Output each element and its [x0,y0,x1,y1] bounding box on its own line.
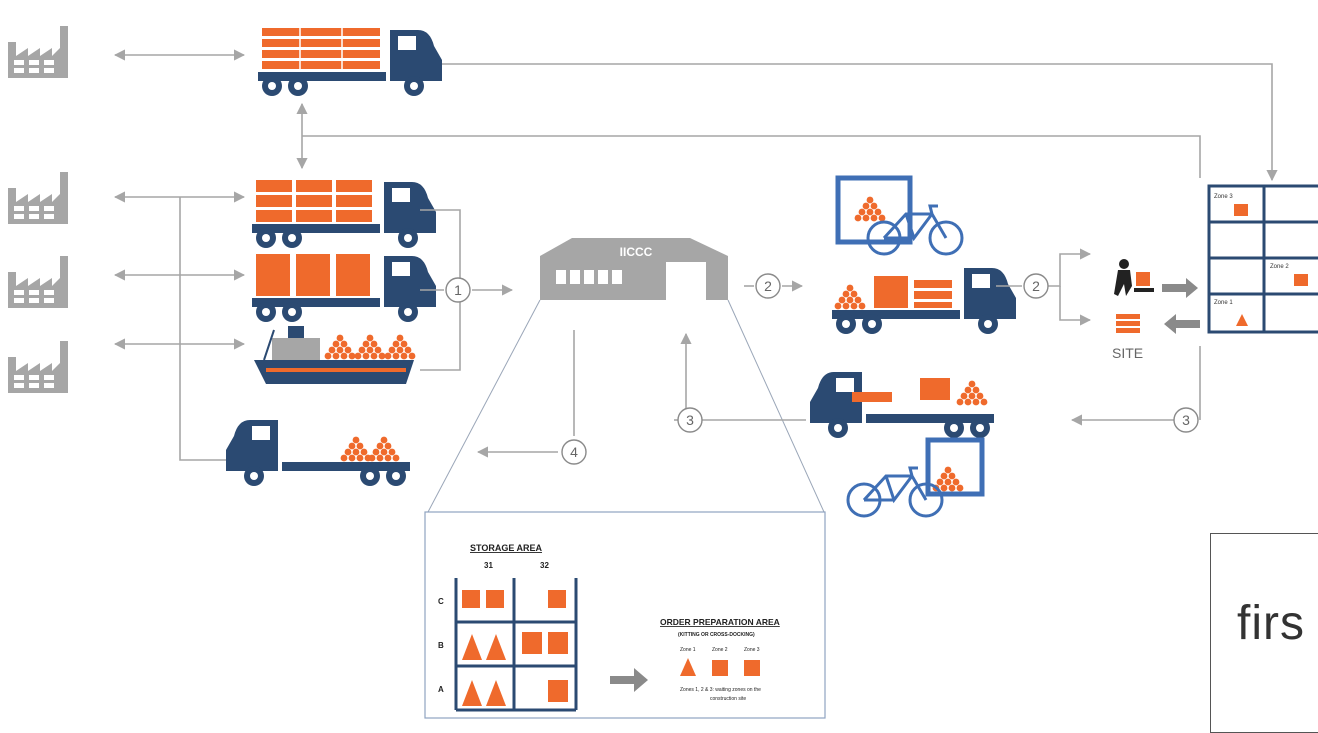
svg-text:(KITTING OR CROSS-DOCKING): (KITTING OR CROSS-DOCKING) [678,632,755,638]
arrow-step3 [674,332,806,421]
zoom-lines [427,299,825,513]
materials-stack [1116,314,1140,333]
order-title: ORDER PREPARATION AREA [660,617,780,627]
cargo-bike-icon [846,437,985,518]
site-zone-grid: Zone 3 Zone 2 Zone 1 [1207,184,1318,334]
text-callout: firs [1210,533,1318,733]
cargo-load [340,436,400,462]
truck-icon [252,180,436,248]
step-1-marker: 1 [445,277,471,303]
truck-icon [832,268,1016,334]
factory-icon [8,341,68,393]
ship-icon [254,326,416,384]
svg-text:32: 32 [540,561,549,570]
step-3-marker: 3 [1173,407,1199,433]
svg-text:Zone 2: Zone 2 [1270,264,1289,270]
step-4-marker: 4 [561,439,587,465]
factory-arrows [113,49,1278,466]
svg-text:1: 1 [454,282,462,298]
cargo-load [852,378,988,406]
cargo-bike-icon [835,175,964,256]
storage-title: STORAGE AREA [470,543,543,553]
svg-text:Zone 3: Zone 3 [1214,194,1233,200]
svg-text:Zone 3: Zone 3 [744,647,760,653]
svg-text:3: 3 [1182,412,1190,428]
worker-pallet-icon [1114,259,1154,296]
svg-text:A: A [438,685,444,694]
svg-text:construction site: construction site [710,696,746,702]
factory-icon [8,26,68,78]
warehouse-inset: STORAGE AREA 31 32 C B A ORDER PREPARATI [424,511,826,719]
step-3-marker: 3 [677,407,703,433]
truck-icon [258,28,442,96]
step-2-marker: 2 [755,273,781,299]
svg-text:Zone 1: Zone 1 [680,647,696,653]
svg-text:Zone 1: Zone 1 [1214,300,1233,306]
step-2-marker: 2 [1023,273,1049,299]
warehouse-icon: IICCC [540,238,728,300]
svg-text:2: 2 [764,278,772,294]
hub-label: IICCC [620,245,653,259]
svg-text:3: 3 [686,412,694,428]
arrow-step4 [476,330,575,458]
site-arrows [1162,278,1200,334]
site-label: SITE [1112,345,1143,361]
factory-icon [8,172,68,224]
svg-text:2: 2 [1032,278,1040,294]
svg-text:C: C [438,597,444,606]
truck-icon [252,254,436,322]
factory-icon [8,256,68,308]
callout-text: firs [1237,597,1305,650]
arrow-step2-site [996,248,1092,326]
svg-text:B: B [438,641,444,650]
svg-text:4: 4 [570,444,578,460]
svg-text:Zone 2: Zone 2 [712,647,728,653]
svg-text:Zones 1, 2 & 3: waiting zones: Zones 1, 2 & 3: waiting zones on the [680,687,761,693]
svg-text:31: 31 [484,561,493,570]
arrow-step3-site [1070,346,1201,426]
